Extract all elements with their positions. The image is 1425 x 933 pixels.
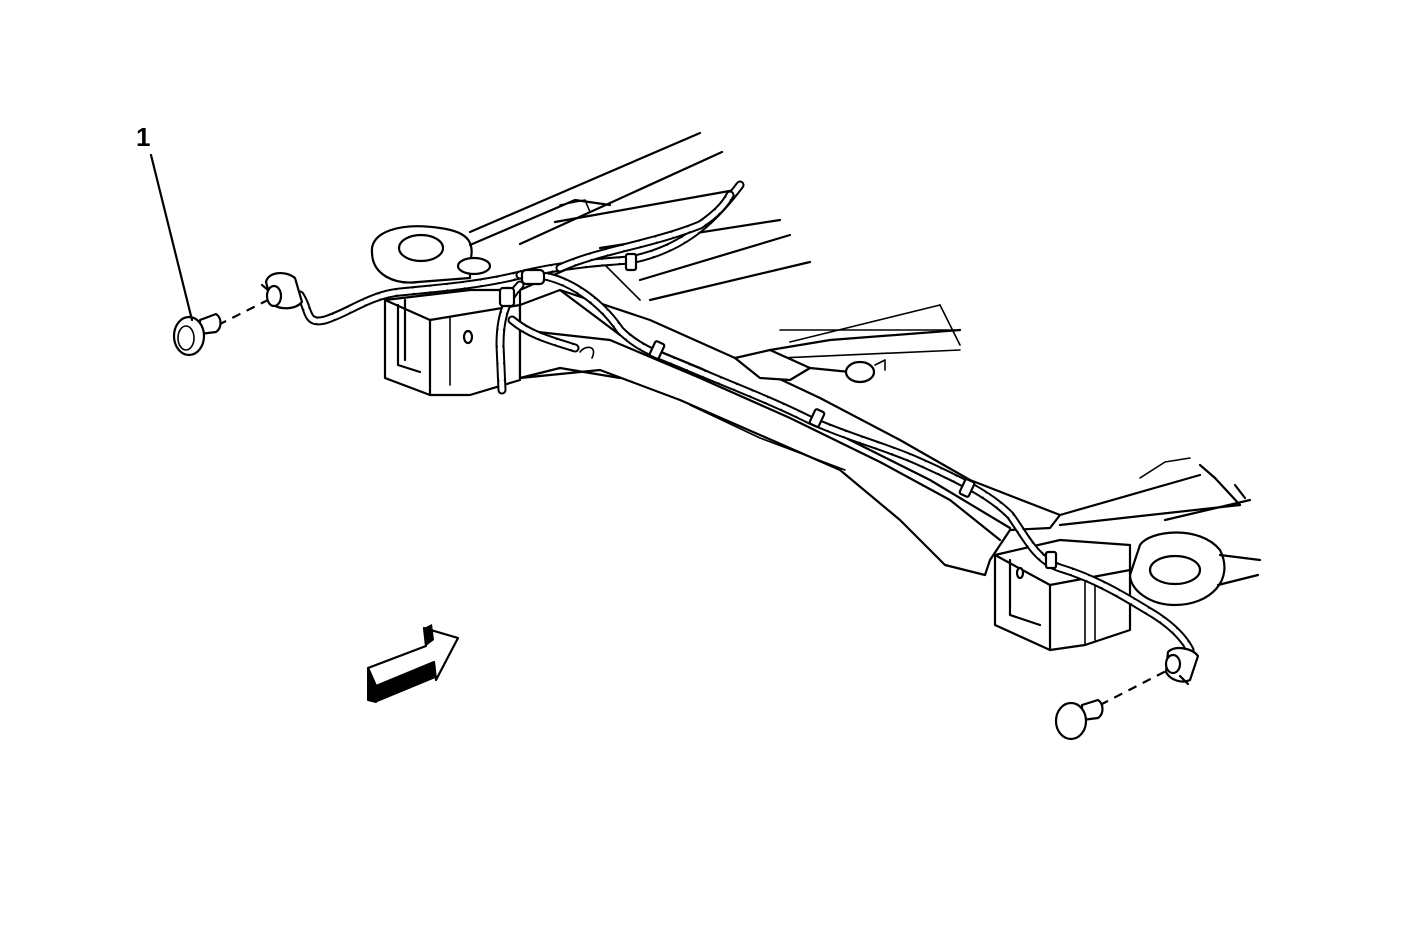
crossmember xyxy=(518,288,1062,577)
right-install-path xyxy=(1099,669,1169,706)
callout-label: 1 xyxy=(136,122,150,152)
front-direction-arrow-icon xyxy=(366,624,460,703)
push-pin-retainer-icon-right xyxy=(1054,698,1104,741)
wiring-harness xyxy=(295,180,1195,655)
right-frame-rail-end xyxy=(993,457,1262,652)
rear-frame-rails xyxy=(468,131,961,361)
callout-1: 1 xyxy=(136,122,194,322)
push-pin-retainer-icon xyxy=(172,312,222,357)
left-frame-rail-end xyxy=(370,198,612,397)
left-install-path xyxy=(217,299,269,326)
left-harness-connector xyxy=(260,272,304,310)
right-harness-connector xyxy=(1164,646,1200,686)
